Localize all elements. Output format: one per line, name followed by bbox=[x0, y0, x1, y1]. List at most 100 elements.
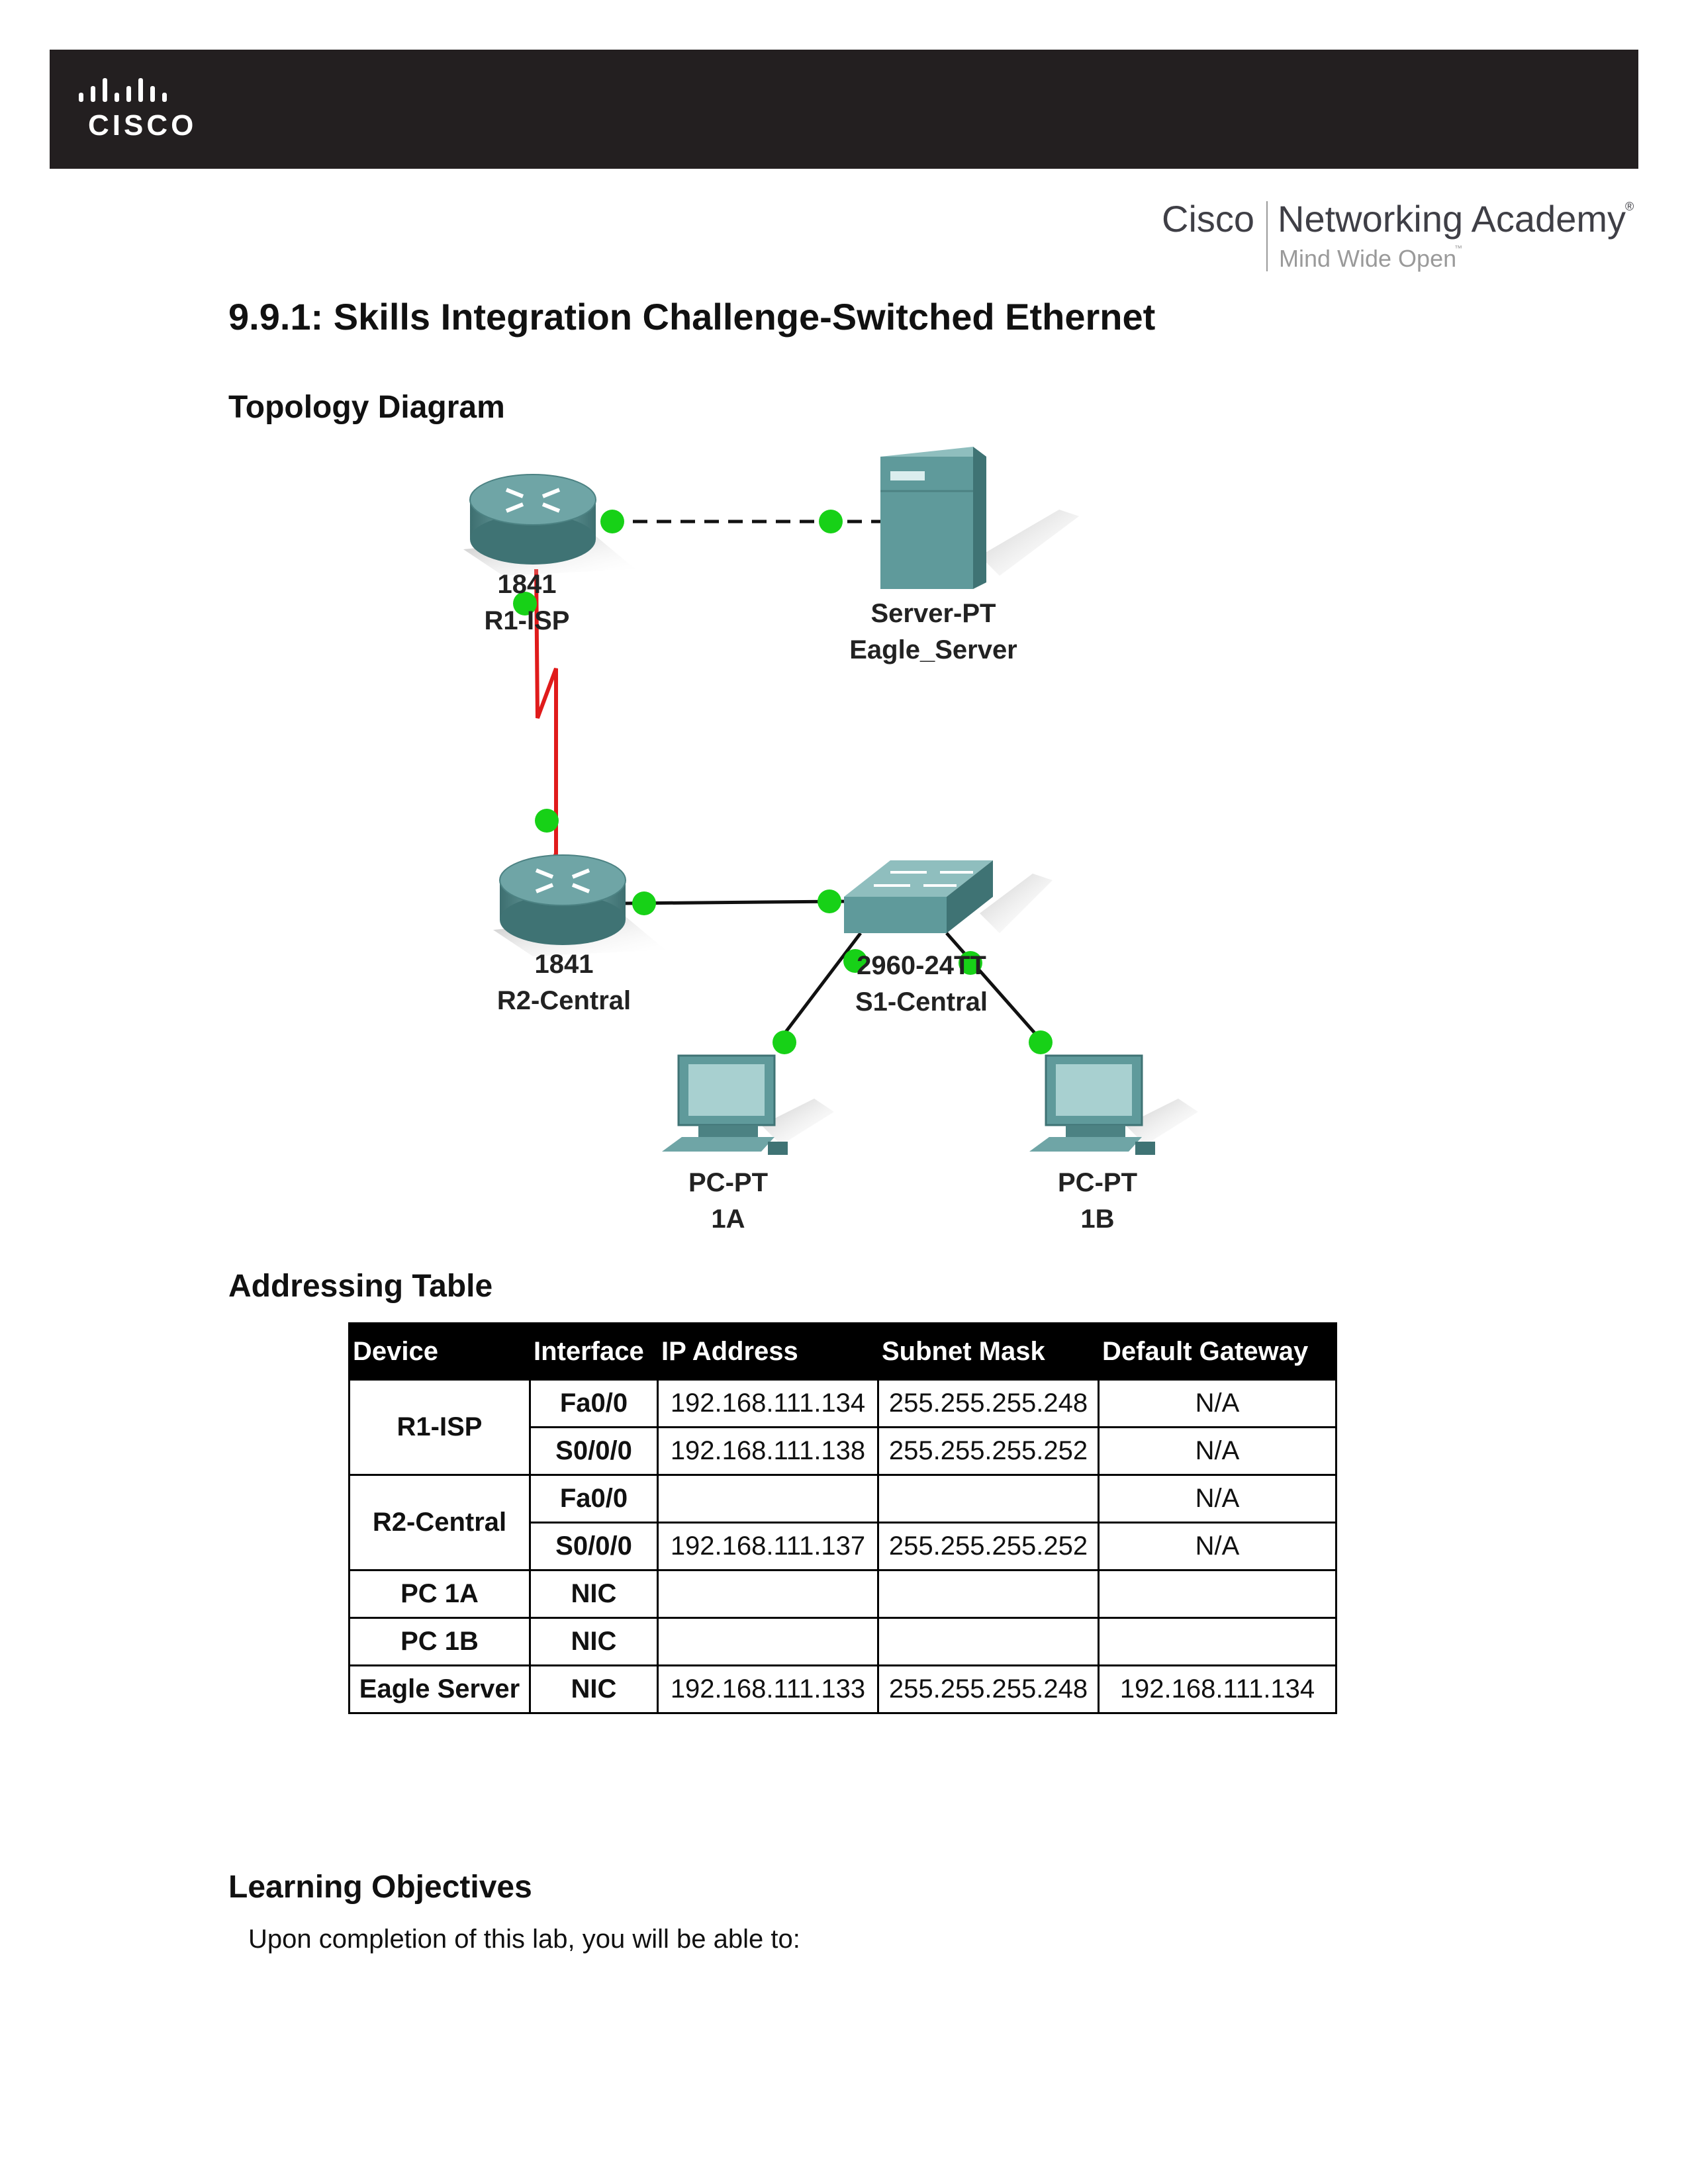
page-title: 9.9.1: Skills Integration Challenge-Swit… bbox=[228, 296, 1156, 338]
link-s1-pc1b bbox=[945, 932, 1047, 1047]
table-row: S0/0/0 192.168.111.137 255.255.255.252 N… bbox=[350, 1522, 1337, 1571]
topology-diagram bbox=[463, 447, 1198, 1155]
mask-cell bbox=[877, 1617, 1100, 1666]
pc1a-name: 1A bbox=[711, 1205, 745, 1234]
registered-mark: ® bbox=[1625, 200, 1634, 213]
r2-name: R2-Central bbox=[496, 986, 632, 1015]
gateway-cell: 192.168.111.134 bbox=[1098, 1664, 1337, 1714]
mask-cell bbox=[877, 1569, 1100, 1619]
link-dot bbox=[513, 592, 537, 615]
academy-cisco-word: Cisco bbox=[1162, 198, 1255, 240]
link-r2-s1 bbox=[622, 899, 845, 905]
device-cell: R1-ISP bbox=[348, 1379, 531, 1476]
networking-academy-logo: Cisco Networking Academy ® Mind Wide Ope… bbox=[1162, 197, 1638, 277]
link-dot bbox=[843, 949, 867, 973]
link-dot bbox=[773, 1030, 796, 1054]
router-r1-icon bbox=[463, 474, 635, 576]
switch-s1-icon bbox=[844, 860, 1053, 933]
table-row: S0/0/0 192.168.111.138 255.255.255.252 N… bbox=[350, 1426, 1337, 1476]
server-label: Server-PT Eagle_Server bbox=[827, 596, 1039, 668]
header-device: Device bbox=[348, 1322, 531, 1381]
interface-cell: Fa0/0 bbox=[529, 1474, 659, 1524]
link-dot bbox=[600, 510, 624, 533]
pc1b-model: PC-PT bbox=[1058, 1168, 1137, 1197]
addressing-heading: Addressing Table bbox=[228, 1269, 493, 1304]
table-row: PC 1B NIC bbox=[348, 1617, 1337, 1666]
header-interface: Interface bbox=[529, 1322, 659, 1381]
interface-cell: NIC bbox=[529, 1617, 659, 1666]
link-s1-pc1a bbox=[776, 932, 862, 1044]
r2-model: 1841 bbox=[534, 950, 594, 979]
link-dot bbox=[632, 891, 656, 915]
pc1b-label: PC-PT 1B bbox=[992, 1165, 1203, 1238]
link-dot bbox=[1029, 1030, 1053, 1054]
cisco-logo-icon bbox=[79, 78, 167, 102]
ip-cell bbox=[657, 1474, 879, 1524]
gateway-cell: N/A bbox=[1098, 1522, 1337, 1571]
table-row: Eagle Server NIC 192.168.111.133 255.255… bbox=[348, 1664, 1337, 1714]
addressing-table: Device Interface IP Address Subnet Mask … bbox=[348, 1322, 1337, 1714]
r1-model: 1841 bbox=[497, 570, 557, 599]
server-icon bbox=[880, 447, 1079, 589]
pc1a-label: PC-PT 1A bbox=[622, 1165, 834, 1238]
r2-label: 1841 R2-Central bbox=[458, 946, 670, 1019]
table-row: R1-ISP Fa0/0 192.168.111.134 255.255.255… bbox=[348, 1379, 1337, 1476]
header-default-gateway: Default Gateway bbox=[1098, 1322, 1337, 1381]
header-banner bbox=[50, 50, 1638, 169]
table-row: R2-Central Fa0/0 N/A bbox=[348, 1474, 1337, 1571]
server-model: Server-PT bbox=[870, 599, 996, 628]
device-cell: PC 1A bbox=[348, 1569, 531, 1619]
interface-cell: S0/0/0 bbox=[529, 1426, 659, 1476]
mask-cell: 255.255.255.248 bbox=[877, 1664, 1100, 1714]
pc-1a-icon bbox=[662, 1054, 834, 1155]
pc1a-model: PC-PT bbox=[688, 1168, 768, 1197]
r1-name: R1-ISP bbox=[484, 606, 570, 635]
server-name: Eagle_Server bbox=[849, 635, 1017, 664]
mask-cell bbox=[877, 1474, 1100, 1524]
ip-cell: 192.168.111.138 bbox=[657, 1426, 879, 1476]
device-cell: Eagle Server bbox=[348, 1664, 531, 1714]
interface-cell: S0/0/0 bbox=[529, 1522, 659, 1571]
objectives-heading: Learning Objectives bbox=[228, 1870, 532, 1905]
router-r2-icon bbox=[493, 854, 665, 956]
gateway-cell: N/A bbox=[1098, 1474, 1337, 1524]
ip-cell bbox=[657, 1569, 879, 1619]
mask-cell: 255.255.255.252 bbox=[877, 1426, 1100, 1476]
s1-model: 2960-24TT bbox=[857, 951, 986, 980]
interface-cell: NIC bbox=[529, 1569, 659, 1619]
ip-cell: 192.168.111.133 bbox=[657, 1664, 879, 1714]
academy-divider bbox=[1266, 201, 1268, 271]
gateway-cell bbox=[1098, 1617, 1337, 1666]
interface-cell: NIC bbox=[529, 1664, 659, 1714]
device-cell: PC 1B bbox=[348, 1617, 531, 1666]
ip-cell: 192.168.111.137 bbox=[657, 1522, 879, 1571]
header-subnet-mask: Subnet Mask bbox=[877, 1322, 1100, 1381]
topology-heading: Topology Diagram bbox=[228, 390, 505, 425]
cisco-logo-text: CISCO bbox=[88, 109, 197, 142]
s1-label: 2960-24TT S1-Central bbox=[816, 948, 1027, 1021]
r1-label: 1841 R1-ISP bbox=[421, 567, 633, 639]
link-dot bbox=[818, 889, 841, 913]
link-dot bbox=[959, 951, 982, 975]
mask-cell: 255.255.255.252 bbox=[877, 1522, 1100, 1571]
mask-cell: 255.255.255.248 bbox=[877, 1379, 1100, 1428]
academy-name: Networking Academy bbox=[1278, 198, 1626, 240]
gateway-cell: N/A bbox=[1098, 1426, 1337, 1476]
ip-cell bbox=[657, 1617, 879, 1666]
pc1b-name: 1B bbox=[1080, 1205, 1115, 1234]
gateway-cell: N/A bbox=[1098, 1379, 1337, 1428]
ip-cell: 192.168.111.134 bbox=[657, 1379, 879, 1428]
header-ip-address: IP Address bbox=[657, 1322, 879, 1381]
pc-1b-icon bbox=[1029, 1054, 1198, 1155]
table-header-row: Device Interface IP Address Subnet Mask … bbox=[348, 1322, 1337, 1381]
link-dot bbox=[535, 809, 559, 833]
table-row: PC 1A NIC bbox=[348, 1569, 1337, 1619]
link-dot bbox=[819, 510, 843, 533]
trademark-mark: ™ bbox=[1454, 244, 1462, 253]
academy-tagline: Mind Wide Open bbox=[1279, 245, 1457, 272]
interface-cell: Fa0/0 bbox=[529, 1379, 659, 1428]
gateway-cell bbox=[1098, 1569, 1337, 1619]
device-cell: R2-Central bbox=[348, 1474, 531, 1571]
objectives-lead: Upon completion of this lab, you will be… bbox=[248, 1925, 800, 1954]
s1-name: S1-Central bbox=[855, 987, 988, 1017]
